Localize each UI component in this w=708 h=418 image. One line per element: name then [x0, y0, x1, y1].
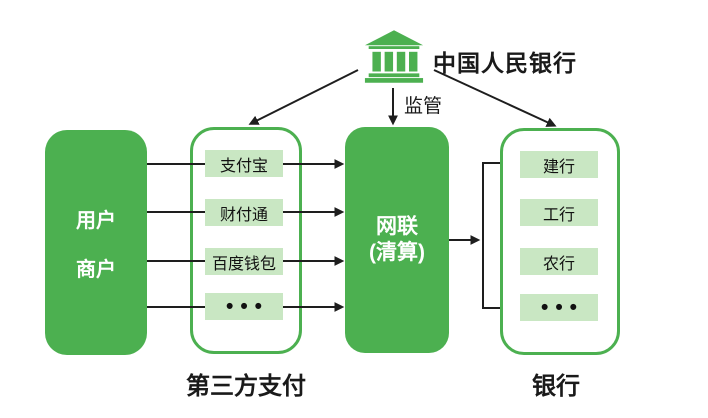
bank-item-ellipsis: ••• — [520, 294, 598, 321]
supervision-label: 监管 — [404, 96, 443, 117]
netsunion-clearing-box: 网联 (清算) — [345, 127, 449, 353]
bank-item-ccb: 建行 — [520, 151, 598, 178]
merchants-label: 商户 — [76, 258, 116, 281]
clearing-label: (清算) — [369, 241, 425, 264]
bank-item-icbc: 工行 — [520, 199, 598, 226]
users-label: 用户 — [76, 209, 116, 232]
third-party-item-baidu-wallet: 百度钱包 — [205, 248, 283, 275]
third-party-item-tenpay: 财付通 — [205, 199, 283, 226]
netsunion-label: 网联 — [376, 215, 418, 238]
third-party-caption: 第三方支付 — [186, 373, 306, 400]
third-party-item-ellipsis: ••• — [205, 293, 283, 320]
bank-item-abc: 农行 — [520, 248, 598, 275]
users-merchants-box: 用户 商户 — [45, 130, 147, 355]
banks-caption: 银行 — [532, 373, 580, 400]
bank-building-icon — [364, 30, 424, 83]
central-bank-title: 中国人民银行 — [433, 50, 577, 76]
third-party-item-alipay: 支付宝 — [205, 150, 283, 177]
